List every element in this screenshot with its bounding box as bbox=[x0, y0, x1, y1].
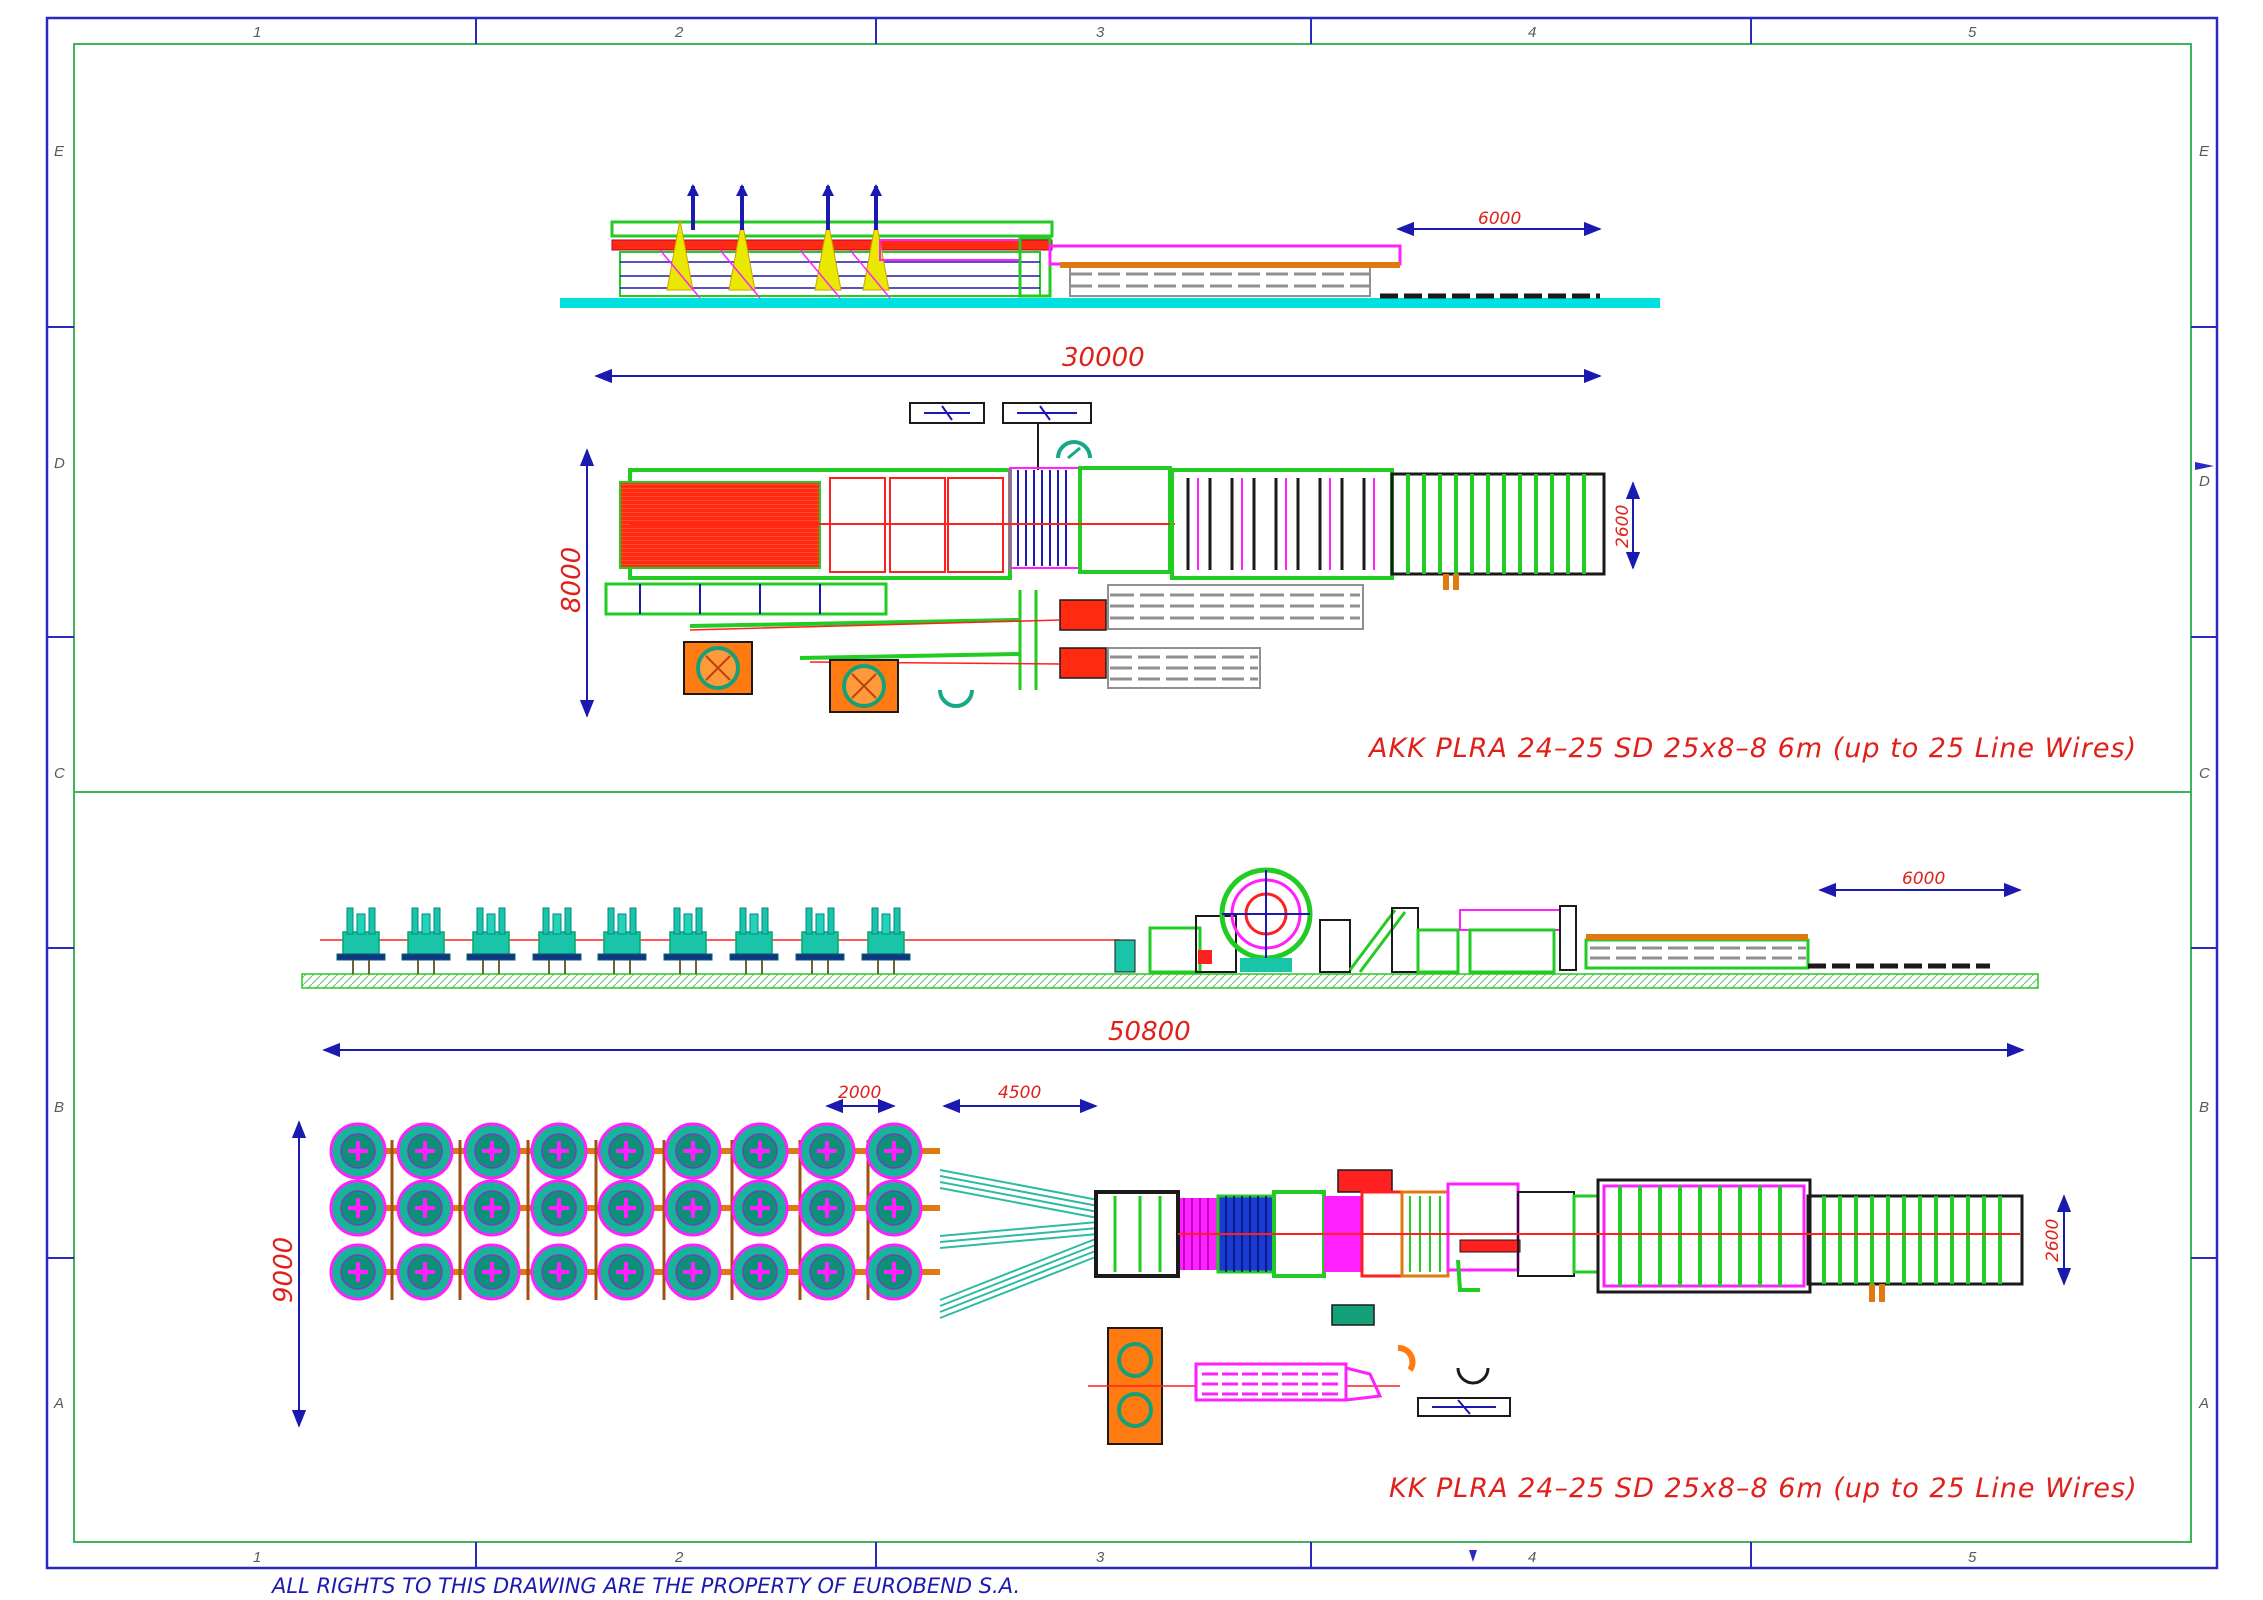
dim-label-bottom-6000: 6000 bbox=[1902, 869, 1945, 889]
row-label-left-a: A bbox=[53, 1395, 64, 1412]
col-label-top-2: 2 bbox=[674, 24, 684, 41]
grid-ticks bbox=[47, 18, 2217, 1568]
akk-plan-view bbox=[604, 402, 1606, 714]
dim-label-bottom-2600: 2600 bbox=[2043, 1219, 2063, 1262]
row-label-left-d: D bbox=[54, 455, 65, 472]
col-label-bottom-5: 5 bbox=[1968, 1549, 1977, 1566]
kk-plan-view bbox=[329, 1122, 2024, 1445]
row-label-right-e: E bbox=[2199, 143, 2210, 160]
dim-label-top-2600: 2600 bbox=[1613, 505, 1633, 548]
kk-elevation-view bbox=[301, 867, 2039, 989]
akk-elevation-view bbox=[560, 184, 1660, 308]
col-label-bottom-4: 4 bbox=[1528, 1549, 1536, 1566]
centering-mark-right bbox=[2195, 462, 2214, 470]
dim-label-top-8000: 8000 bbox=[557, 547, 587, 613]
row-label-left-e: E bbox=[54, 143, 65, 160]
centering-mark-bottom bbox=[1469, 1550, 1477, 1562]
dim-label-bottom-50800: 50800 bbox=[1108, 1017, 1191, 1047]
row-label-right-a: A bbox=[2198, 1395, 2209, 1412]
row-label-right-b: B bbox=[2199, 1099, 2209, 1116]
row-label-left-c: C bbox=[54, 765, 65, 782]
title-akk: AKK PLRA 24–25 SD 25x8–8 6m (up to 25 Li… bbox=[1367, 733, 2137, 764]
copyright-notice: ALL RIGHTS TO THIS DRAWING ARE THE PROPE… bbox=[270, 1574, 1020, 1598]
row-label-right-d: D bbox=[2199, 473, 2210, 490]
col-label-top-1: 1 bbox=[253, 24, 261, 41]
col-label-bottom-2: 2 bbox=[674, 1549, 684, 1566]
col-label-top-3: 3 bbox=[1096, 24, 1105, 41]
dim-label-bottom-4500: 4500 bbox=[998, 1083, 1041, 1103]
dim-label-top-6000: 6000 bbox=[1478, 209, 1521, 229]
dim-label-bottom-2000: 2000 bbox=[838, 1083, 881, 1103]
col-label-top-4: 4 bbox=[1528, 24, 1536, 41]
dim-label-bottom-9000: 9000 bbox=[269, 1237, 299, 1303]
row-label-right-c: C bbox=[2199, 765, 2210, 782]
dim-label-top-30000: 30000 bbox=[1062, 343, 1145, 373]
title-kk: KK PLRA 24–25 SD 25x8–8 6m (up to 25 Lin… bbox=[1389, 1473, 2138, 1504]
col-label-top-5: 5 bbox=[1968, 24, 1977, 41]
col-label-bottom-3: 3 bbox=[1096, 1549, 1105, 1566]
row-label-left-b: B bbox=[54, 1099, 64, 1116]
col-label-bottom-1: 1 bbox=[253, 1549, 261, 1566]
